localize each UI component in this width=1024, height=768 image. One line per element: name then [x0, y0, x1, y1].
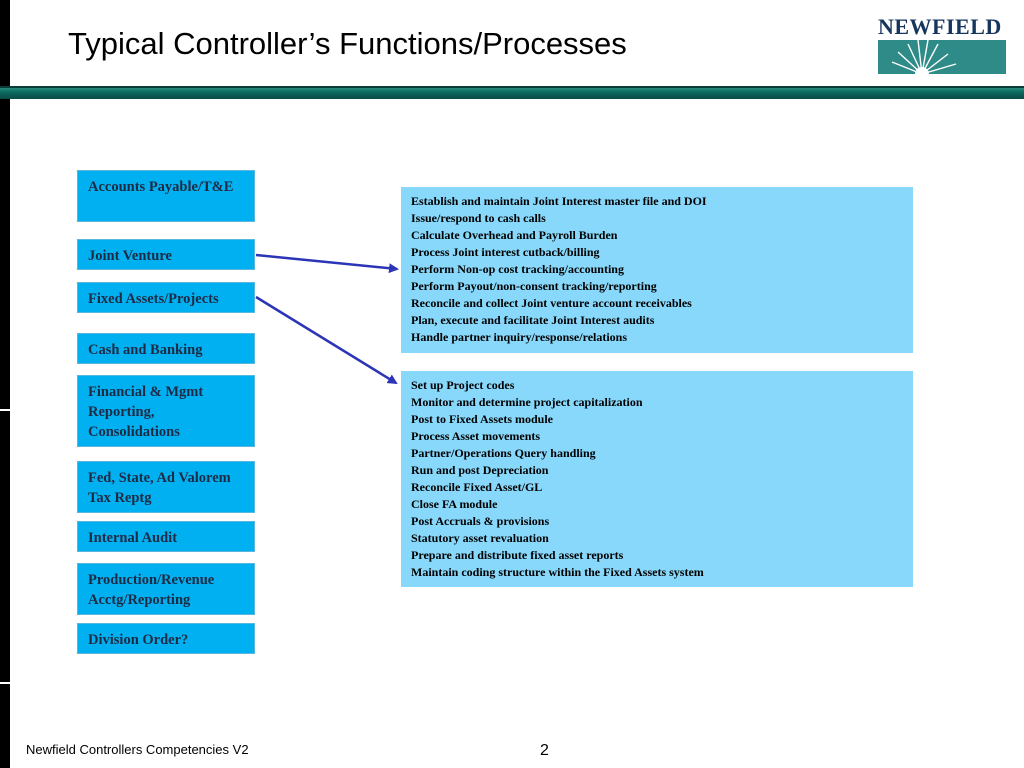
detail-item: Perform Payout/non-consent tracking/repo…	[411, 279, 657, 293]
detail-item: Maintain coding structure within the Fix…	[411, 565, 704, 579]
sunburst-logo-icon	[878, 40, 1006, 74]
function-fixed-assets: Fixed Assets/Projects	[77, 282, 255, 313]
header-divider-line	[0, 86, 1024, 88]
left-border-gap	[0, 682, 10, 684]
detail-item: Prepare and distribute fixed asset repor…	[411, 548, 624, 562]
function-internal-audit: Internal Audit	[77, 521, 255, 552]
function-joint-venture: Joint Venture	[77, 239, 255, 270]
left-border-gap	[0, 409, 10, 411]
joint-venture-arrow	[255, 253, 399, 274]
fixed-assets-arrow	[255, 295, 398, 385]
detail-item: Establish and maintain Joint Interest ma…	[411, 194, 707, 208]
detail-item: Reconcile Fixed Asset/GL	[411, 480, 543, 494]
detail-item: Process Asset movements	[411, 429, 541, 443]
footer-text: Newfield Controllers Competencies V2	[26, 742, 249, 757]
newfield-logo-text: NEWFIELD	[878, 14, 1002, 39]
function-division-order: Division Order?	[77, 623, 255, 654]
detail-item: Reconcile and collect Joint venture acco…	[411, 296, 692, 310]
detail-item: Plan, execute and facilitate Joint Inter…	[411, 313, 655, 327]
detail-item: Statutory asset revaluation	[411, 531, 549, 545]
detail-item: Partner/Operations Query handling	[411, 446, 596, 460]
detail-item: Handle partner inquiry/response/relation…	[411, 330, 628, 344]
left-border-bar	[0, 0, 10, 768]
detail-item: Post Accruals & provisions	[411, 514, 550, 528]
detail-item: Monitor and determine project capitaliza…	[411, 395, 643, 409]
function-accounts-payable: Accounts Payable/T&E	[77, 170, 255, 222]
detail-item: Process Joint interest cutback/billing	[411, 245, 600, 259]
detail-item: Issue/respond to cash calls	[411, 211, 546, 225]
fixed-assets-details-box: Set up Project codes Monitor and determi…	[401, 371, 913, 587]
header-divider	[0, 86, 1024, 99]
detail-item: Post to Fixed Assets module	[411, 412, 553, 426]
detail-item: Set up Project codes	[411, 378, 515, 392]
joint-venture-details-box: Establish and maintain Joint Interest ma…	[401, 187, 913, 353]
function-financial-reporting: Financial & Mgmt Reporting, Consolidatio…	[77, 375, 255, 447]
detail-item: Run and post Depreciation	[411, 463, 549, 477]
function-cash-banking: Cash and Banking	[77, 333, 255, 364]
detail-item: Close FA module	[411, 497, 498, 511]
slide-title: Typical Controller’s Functions/Processes	[68, 26, 627, 61]
detail-item: Perform Non-op cost tracking/accounting	[411, 262, 624, 276]
function-production-revenue: Production/Revenue Acctg/Reporting	[77, 563, 255, 615]
function-tax-reporting: Fed, State, Ad Valorem Tax Reptg	[77, 461, 255, 513]
page-number: 2	[540, 742, 549, 759]
detail-item: Calculate Overhead and Payroll Burden	[411, 228, 618, 242]
